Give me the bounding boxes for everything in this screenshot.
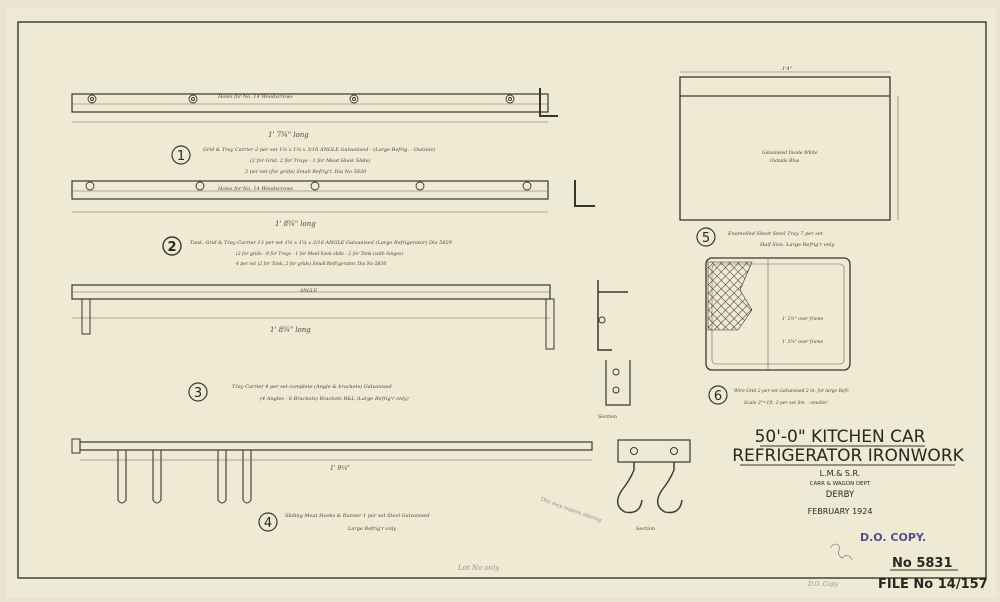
part-3-length: 1' 8¾" long — [270, 326, 311, 334]
part-3-drawing: ANGLE 1' 8¾" long Section 3 Tray Carrier… — [71, 280, 631, 420]
title-block: 50'-0" KITCHEN CAR REFRIGERATOR IRONWORK… — [457, 427, 988, 592]
part-5-number: 5 — [702, 231, 710, 246]
part-3-line-1: Tray Carrier 4 per set complete (Angle &… — [232, 383, 392, 390]
file-number: FILE No 14/157 — [878, 577, 988, 592]
pencil-do-copy: D.O. Copy — [807, 581, 839, 588]
part-1-holes-note: Holes for No. 14 Woodscrews — [217, 94, 293, 100]
part-6-line-1: Wire Grid 2 per set Galvanised 2 in. for… — [734, 388, 850, 394]
part-6-line-2: Scale 3"=1ft. 2 per set Sm. - smaller — [744, 400, 828, 406]
part-4-length: 1' 9⅝" — [330, 465, 350, 472]
department: CARR & WAGON DEPT — [810, 481, 871, 487]
do-copy-stamp: D.O. COPY. — [860, 531, 926, 544]
part-5-panel-text-2: Outside Blue — [770, 158, 800, 164]
part-6-drawing: 1' 2½" over frame 1' 3⅝" over frame 6 Wi… — [705, 257, 851, 406]
part-2-number: 2 — [167, 240, 176, 255]
part-1-length: 1' 7¾" long — [268, 131, 309, 139]
part-5-line-1: Enamelled Sheet Steel Tray 7 per set — [727, 231, 824, 237]
part-6-number: 6 — [714, 389, 722, 404]
part-2-drawing: Holes for No. 14 Woodscrews 1' 8¾" long … — [71, 180, 595, 267]
part-3-section: Section — [598, 414, 617, 420]
part-5-panel-text-1: Galvanised Inside White — [762, 150, 818, 156]
part-6-dim-2: 1' 3⅝" over frame — [782, 339, 824, 345]
date: FEBRUARY 1924 — [808, 507, 873, 516]
part-1-line-3: 2 per set (for grids) Small Refrig'r. Di… — [244, 168, 367, 175]
part-1-line-2: (2 for Grid. 2 for Trays - 1 for Meat Ho… — [250, 157, 371, 164]
title-line-1: 50'-0" KITCHEN CAR — [755, 427, 926, 447]
part-6-dim-1: 1' 2½" over frame — [782, 315, 824, 322]
part-5-width: 1'4" — [782, 66, 792, 72]
company: L.M.& S.R. — [820, 469, 861, 478]
pencil-note-bottom: Lot No only — [457, 564, 500, 572]
part-2-length: 1' 8¾" long — [275, 220, 316, 228]
part-4-line-2: Large Refrig'r only — [347, 526, 396, 532]
part-1-number: 1 — [177, 149, 185, 164]
part-3-line-2: (4 Angles - 8 Brackets) Brackets R&L (La… — [260, 395, 409, 402]
sheet-border — [17, 21, 987, 579]
part-2-holes-note: Holes for No. 14 Woodscrews — [217, 186, 293, 192]
part-2-line-2: (2 for grids - 8 for Trays - 1 for Meat … — [236, 250, 403, 257]
part-5-line-2: Half Size. Large Refrig'r only — [759, 242, 835, 248]
part-3-number: 3 — [194, 386, 202, 401]
drawing-number: No 5831 — [892, 556, 953, 571]
part-5-drawing: 1'4" Galvanised Inside White Outside Blu… — [679, 66, 899, 248]
part-1-line-1: Grid & Tray Carrier 2 per set 1¼ x 1¼ x … — [203, 146, 436, 153]
paper — [6, 8, 996, 598]
part-4-section: Section — [636, 526, 655, 532]
title-line-2: REFRIGERATOR IRONWORK — [732, 446, 964, 466]
part-1-drawing: Holes for No. 14 Woodscrews 1' 7¾" long … — [71, 88, 558, 175]
part-4-line-1: Sliding Meat Hooks & Runner 1 per set St… — [285, 513, 430, 519]
part-4-number: 4 — [264, 516, 272, 531]
part-3-angle-label: ANGLE — [299, 288, 318, 294]
part-2-line-3: 4 per set (2 for Tank, 2 for grids) Smal… — [235, 260, 386, 267]
part-2-line-1: Tank, Grid & Tray Carrier 13 per set 1¼ … — [190, 239, 453, 246]
signature — [829, 543, 853, 561]
location: DERBY — [826, 490, 855, 500]
